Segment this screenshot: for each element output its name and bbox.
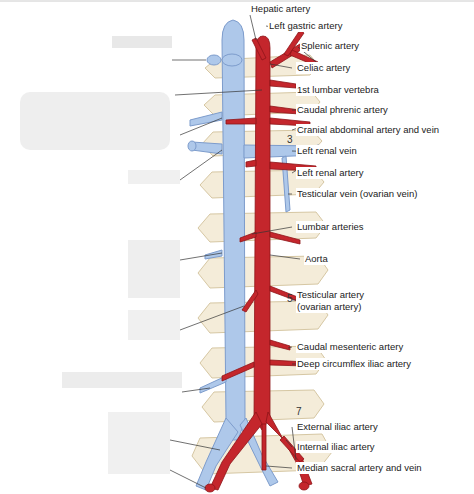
part-label: Aorta xyxy=(304,253,329,265)
part-label: Left renal artery xyxy=(296,167,365,179)
part-label: Left renal vein xyxy=(296,145,358,157)
part-label: Lumbar arteries xyxy=(296,221,365,233)
part-label: Testicular vein (ovarian vein) xyxy=(296,188,418,200)
part-label: Cranial abdominal artery and vein xyxy=(296,124,440,136)
part-label: Celiac artery xyxy=(296,62,351,74)
part-label: Splenic artery xyxy=(300,40,360,52)
part-label: External iliac artery xyxy=(296,421,379,433)
part-label: Testicular artery (ovarian artery) xyxy=(296,289,380,313)
part-label: Deep circumflex iliac artery xyxy=(296,358,412,370)
part-label: Caudal phrenic artery xyxy=(296,104,389,116)
part-label: Hepatic artery xyxy=(250,3,311,15)
part-label: Median sacral artery and vein xyxy=(296,462,423,474)
part-label: 1st lumbar vertebra xyxy=(296,84,380,96)
vertebra-number: 7 xyxy=(296,406,302,417)
vertebra-number: 5 xyxy=(287,293,293,304)
part-label: Caudal mesenteric artery xyxy=(296,341,404,353)
vertebra-number: 3 xyxy=(287,134,293,145)
hidden-label-patches xyxy=(20,36,182,474)
part-label: Left gastric artery xyxy=(268,20,343,32)
part-label: Internal iliac artery xyxy=(296,441,376,453)
top-rule xyxy=(0,1,474,2)
